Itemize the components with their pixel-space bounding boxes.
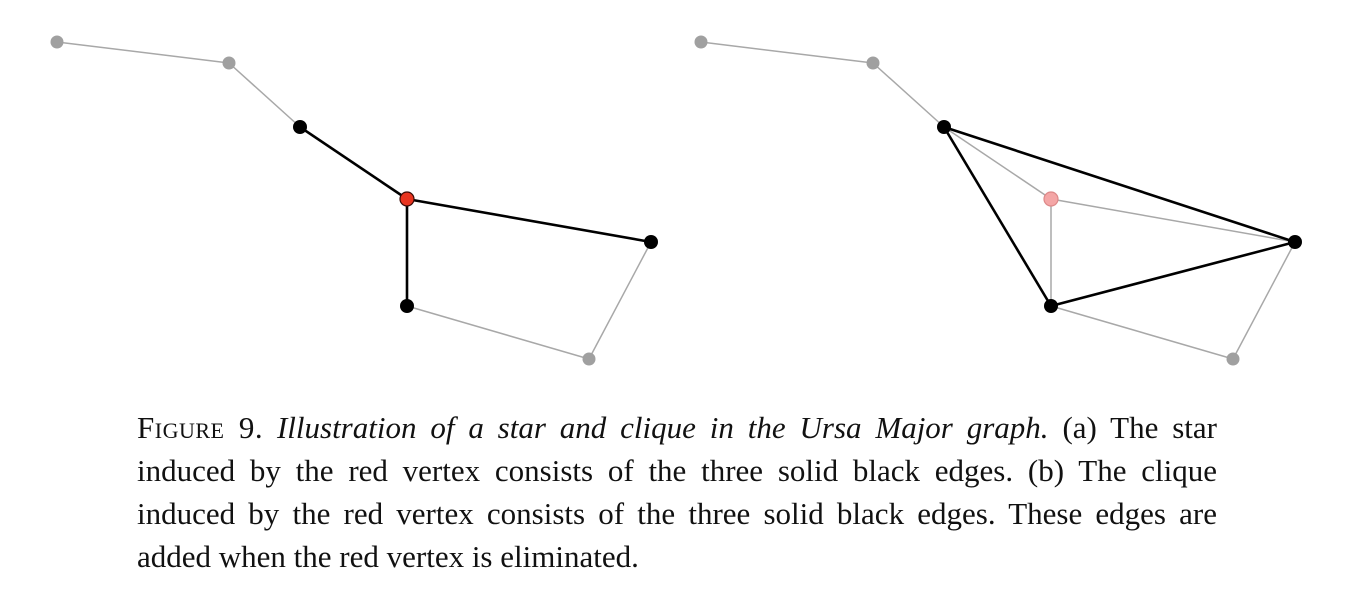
panel-b-edge-gray [1050,305,1234,360]
panel-a-vertex-black [644,235,658,249]
figure-label: Figure 9. [137,410,264,445]
ursa-major-figure [50,35,1302,366]
panel-b-edge-gray [943,126,1052,200]
panel-b-vertex-eliminated [1043,191,1059,207]
panel-b-edge-black [1050,240,1296,308]
panel-a-vertex-gray [50,35,64,49]
figure-title: Illustration of a star and clique in the… [276,410,1049,445]
panel-a-text: The star induced by the red vertex consi… [137,410,1217,488]
panel-b-vertex-black [937,120,951,134]
panel-a-edge-gray [228,62,301,128]
panel-b-label: (b) [1027,453,1065,488]
panel-b-edge-black [943,125,1296,244]
panel-b-edge-gray [700,41,874,64]
panel-b-edge-black [942,126,1053,307]
panel-a-label: (a) [1062,410,1097,445]
panel-a-edge-black [406,197,652,244]
panel-a-vertex-black [400,299,414,313]
panel-b-vertex-gray [1226,352,1240,366]
panel-a-vertex-red [399,191,415,207]
panel-b-vertex-black [1288,235,1302,249]
panel-b-text: The clique induced by the red vertex con… [137,453,1217,574]
panel-a-edge-gray [588,241,652,360]
panel-b-vertex-gray [694,35,708,49]
panel-a-vertex-gray [222,56,236,70]
panel-b-vertex-black [1044,299,1058,313]
panel-a-edge-black [299,125,408,201]
panel-a-vertex-gray [582,352,596,366]
panel-b-vertex-gray [866,56,880,70]
panel-a-edge-gray [406,305,590,360]
panel-a-vertex-black [293,120,307,134]
figure-caption: Figure 9. Illustration of a star and cli… [137,406,1217,578]
panel-b-edge-gray [872,62,945,128]
panel-a-edge-gray [56,41,230,64]
panel-b-edge-gray [1050,198,1296,243]
panel-b-edge-gray [1232,241,1296,360]
